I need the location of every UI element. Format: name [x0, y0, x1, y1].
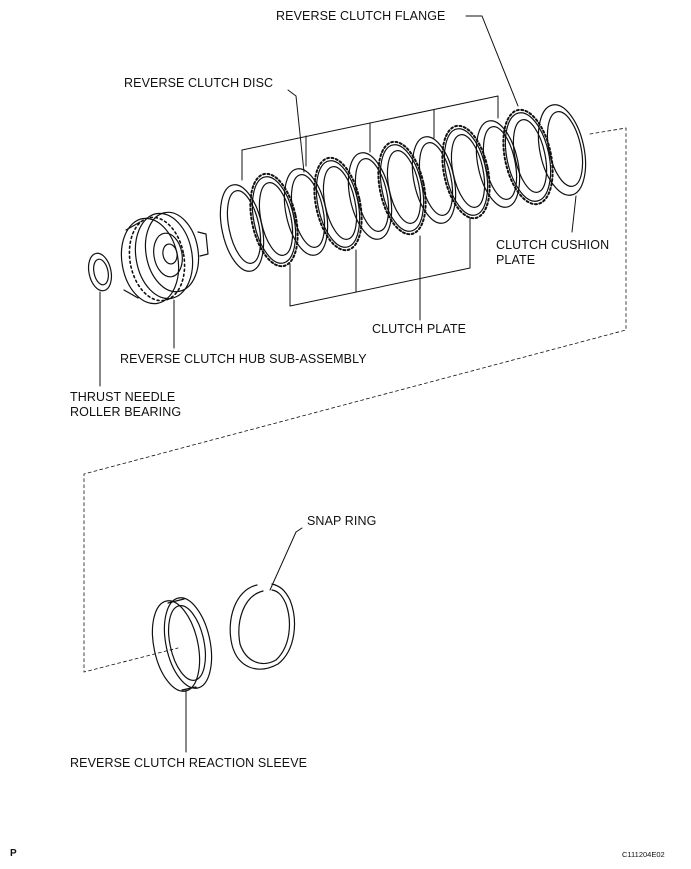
label-reverse-clutch-flange: REVERSE CLUTCH FLANGE	[276, 9, 446, 23]
snap-ring	[229, 583, 296, 670]
thrust-needle-roller-bearing	[87, 252, 113, 292]
label-clutch-cushion-plate-line-1: CLUTCH CUSHION	[496, 238, 610, 252]
label-clutch-plate: CLUTCH PLATE	[372, 322, 467, 336]
label-snap-ring: SNAP RING	[307, 514, 377, 528]
dashed-guide-lines	[83, 127, 627, 673]
page-mark: P	[10, 848, 17, 859]
label-thrust-needle-roller-bearing-line-2: ROLLER BEARING	[70, 405, 182, 419]
reverse-clutch-reaction-sleeve	[151, 597, 213, 692]
figure-code: C111204E02	[622, 850, 665, 859]
clutch-pack	[219, 104, 587, 272]
label-reverse-clutch-reaction-sleeve: REVERSE CLUTCH REACTION SLEEVE	[70, 756, 308, 770]
leader-lines	[99, 15, 577, 753]
reverse-clutch-hub	[120, 211, 209, 305]
label-reverse-clutch-disc: REVERSE CLUTCH DISC	[124, 76, 274, 90]
label-thrust-needle-roller-bearing: THRUST NEEDLE ROLLER BEARING	[70, 390, 181, 420]
label-clutch-cushion-plate-line-2: PLATE	[496, 253, 536, 267]
label-reverse-clutch-hub-sub-assembly: REVERSE CLUTCH HUB SUB-ASSEMBLY	[120, 352, 367, 366]
reverse-clutch-disc-bracket	[241, 95, 499, 181]
label-thrust-needle-roller-bearing-line-1: THRUST NEEDLE	[70, 390, 176, 404]
label-clutch-cushion-plate: CLUTCH CUSHION PLATE	[496, 238, 609, 268]
clutch-plate-bracket	[289, 217, 471, 307]
